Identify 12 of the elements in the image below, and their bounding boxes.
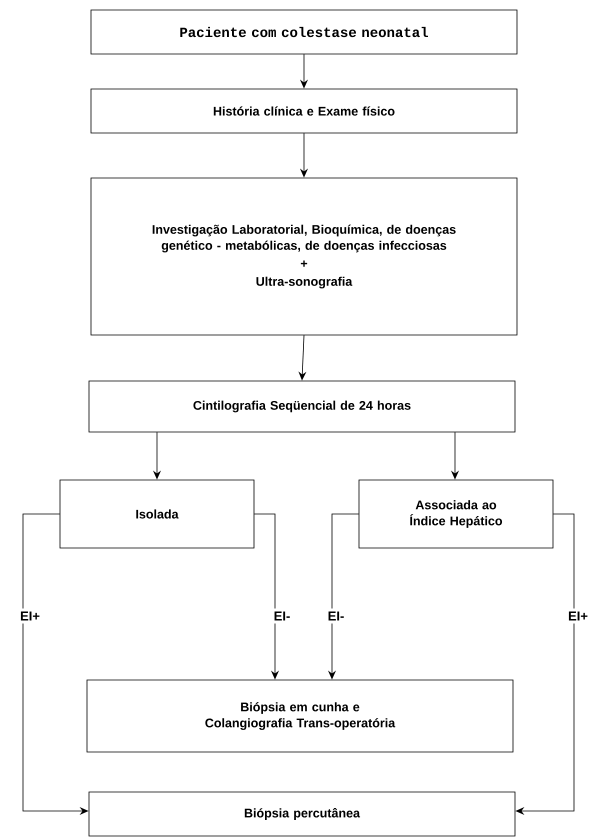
process-box: Associada ao Índice Hepático: [358, 480, 554, 548]
process-box: Investigação Laboratorial, Bioquímica, de doenças genético - metabólicas, de doenças infecciosas + Ultra-sonografia: [90, 178, 518, 336]
process-box: Biópsia percutânea: [88, 792, 516, 836]
process-box: Isolada: [60, 480, 254, 548]
process-box: Paciente com colestase neonatal: [90, 10, 518, 54]
edge-label: EI+: [17, 608, 43, 624]
edge-label: EI-: [270, 608, 294, 624]
edge-label: EI+: [565, 608, 591, 624]
edge-label: EI-: [324, 608, 348, 624]
process-box: Biópsia em cunha e Colangiografia Trans-operatória: [86, 680, 514, 752]
process-box: História clínica e Exame físico: [90, 88, 518, 134]
process-box: Cintilografia Seqüencial de 24 horas: [88, 380, 516, 432]
